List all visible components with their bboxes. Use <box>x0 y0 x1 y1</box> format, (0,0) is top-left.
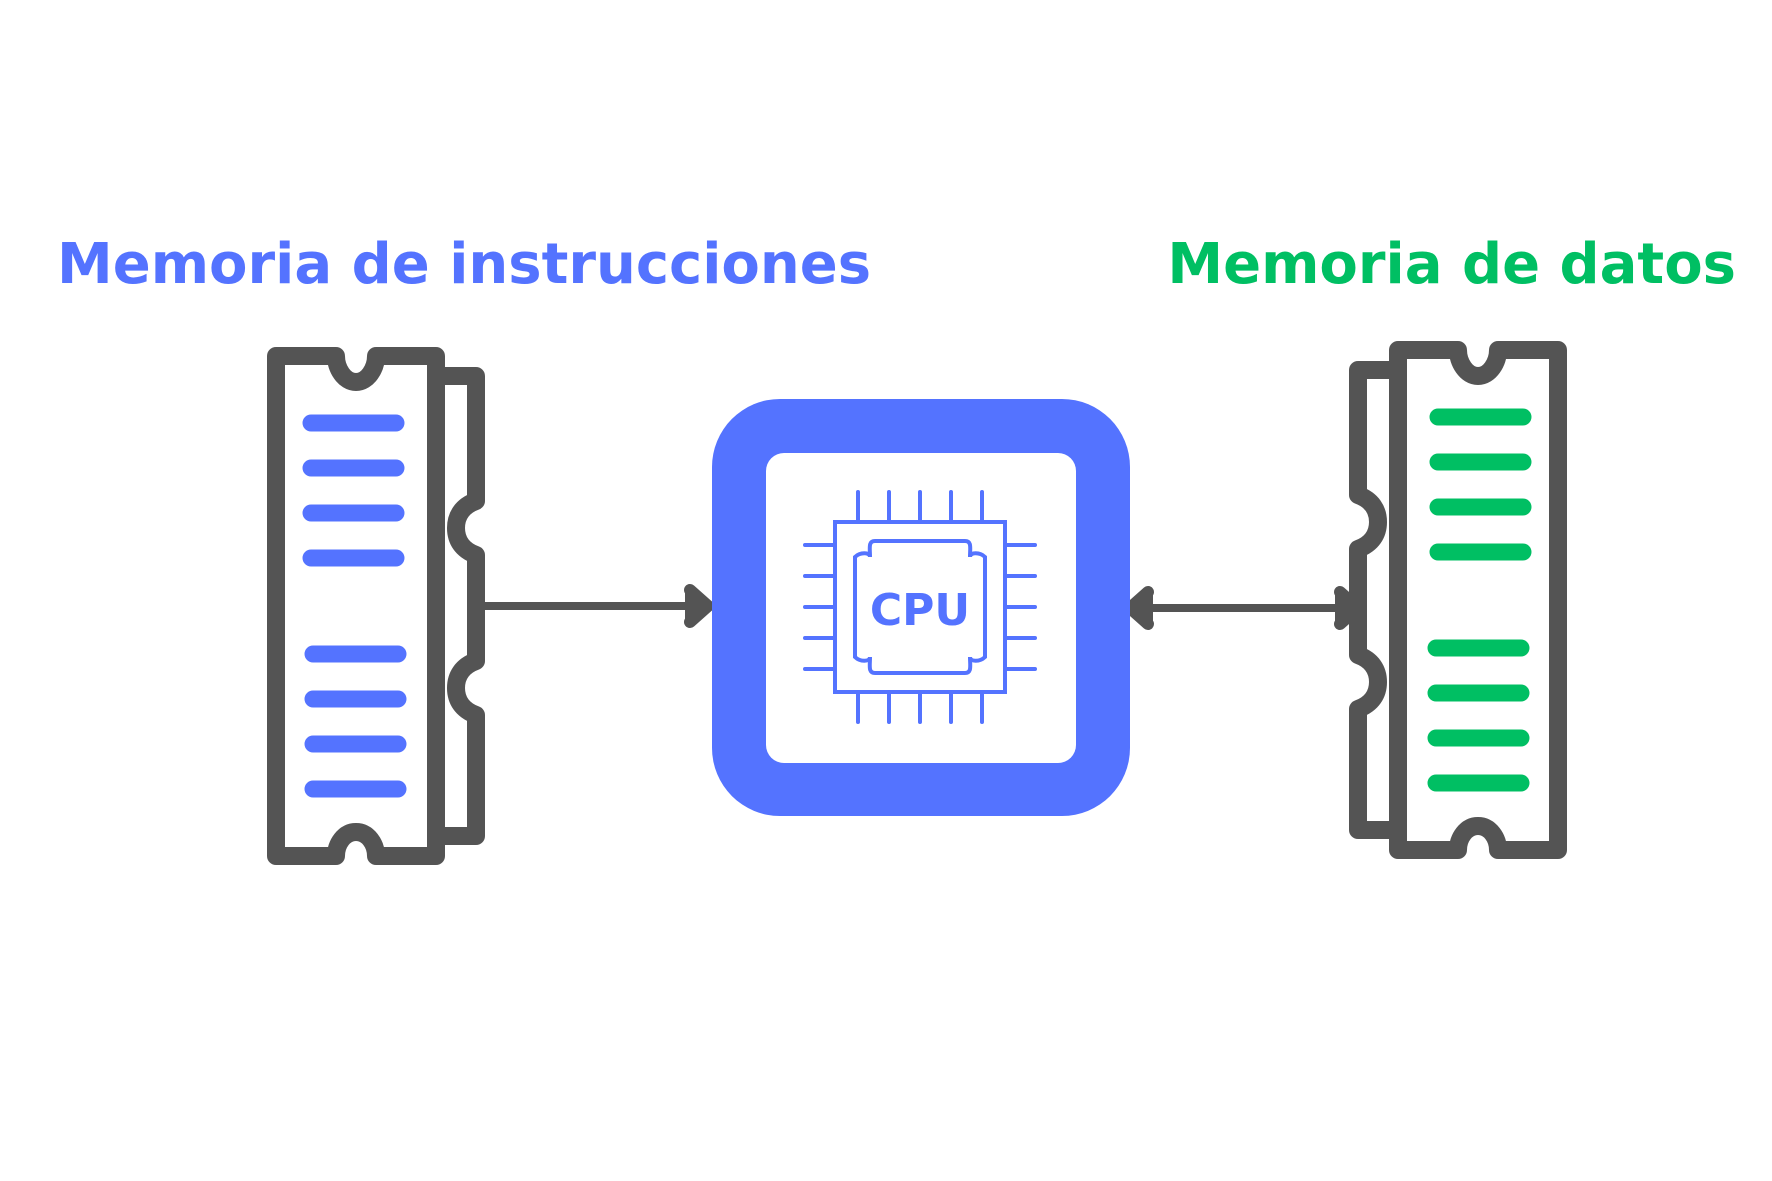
ram-module-icon <box>276 356 476 856</box>
ram-module-icon <box>1358 350 1558 850</box>
data-memory-title: Memoria de datos <box>1167 232 1736 297</box>
cpu-label: CPU <box>870 585 970 636</box>
instruction-memory-title: Memoria de instrucciones <box>57 232 872 297</box>
instruction-fetch-arrow <box>480 584 714 628</box>
data-bus-arrow <box>1124 586 1364 630</box>
cpu-block <box>712 399 1130 816</box>
cpu-chip-icon <box>803 490 1037 724</box>
